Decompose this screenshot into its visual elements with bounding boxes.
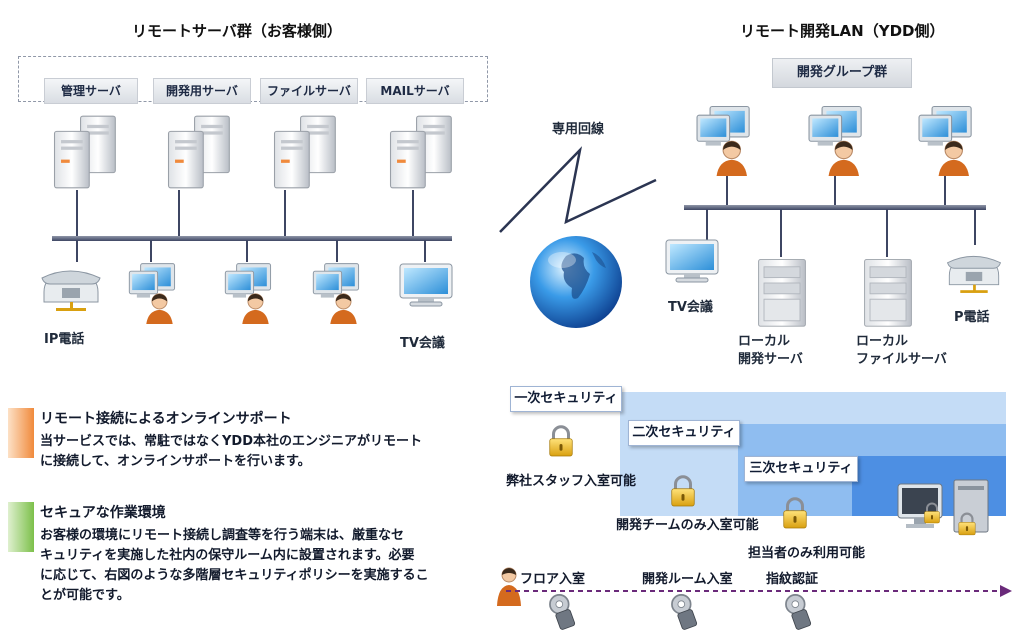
user-pc-icon [118,258,184,324]
local-dev-server-label-line2: 開発サーバ [738,352,803,367]
section-2-body: お客様の環境にリモート接続し調査等を行う端末は、厳重なセ キュリティを実施した社… [40,526,429,606]
access-staff-label: 弊社スタッフ入室可能 [506,474,637,489]
right-group-title: リモート開発LAN（YDD側） [740,22,945,40]
section-accent-orange [8,408,34,458]
local-dev-server-icon [752,256,812,328]
section-1-body: 当サービスでは、常駐ではなくYDD本社のエンジニアがリモート に接続して、オンラ… [40,432,422,472]
drop-line [886,209,888,257]
tv-conference-icon [662,238,722,288]
drop-line [706,209,708,247]
globe-icon [530,236,622,328]
drop-line [780,209,782,257]
drop-line [412,190,414,240]
security-level-3-badge: 三次セキュリティ [744,456,858,482]
keycard-icon [666,592,700,630]
tv-conference-icon [396,262,456,312]
section-1-line: に接続して、オンラインサポートを行います。 [40,454,311,469]
drop-line [76,190,78,240]
dev-user-pc-icon [682,100,762,176]
drop-line [284,190,286,240]
section-2-line: キュリティを実施した社内の保守ルーム内に設置されます。必要 [40,548,415,563]
dev-user-pc-icon [904,100,984,176]
access-dev-team-label: 開発チームのみ入室可能 [616,518,759,533]
tv-conference-label: TV会議 [400,336,445,351]
left-group-title: リモートサーバ群（お客様側） [132,22,342,40]
user-pc-icon [214,258,280,324]
drop-line [150,240,152,262]
dev-group-label: 開発グループ群 [772,58,912,88]
drop-line [336,240,338,262]
left-network-bus [52,236,452,241]
drop-line [726,176,728,206]
phone-icon [942,246,1006,296]
section-accent-green [8,502,34,552]
drop-line [246,240,248,262]
drop-line [944,176,946,206]
phone-label: P電話 [954,310,990,325]
server-label-file: ファイルサーバ [260,78,358,104]
section-1-line: 当サービスでは、常駐ではなくYDD本社のエンジニアがリモート [40,434,422,449]
section-1-title: リモート接続によるオンラインサポート [40,411,292,427]
drop-line [76,240,78,262]
security-level-1-badge: 一次セキュリティ [510,386,622,412]
file-server-icon [268,114,344,190]
section-2-line: お客様の環境にリモート接続し調査等を行う端末は、厳重なセ [40,528,405,543]
local-dev-server-label-line1: ローカル [738,334,791,349]
step-floor-entry: フロア入室 [520,572,586,587]
management-server-icon [48,114,124,190]
lock-icon [780,496,810,530]
keycard-icon [544,592,578,630]
leased-line-zigzag [499,146,657,233]
section-2-line: とが可能です。 [40,588,130,603]
mail-server-icon [384,114,460,190]
process-arrow [506,585,1012,597]
keycard-icon [780,592,814,630]
step-fingerprint-auth: 指紋認証 [766,572,819,587]
local-file-server-icon [858,256,918,328]
leased-line-label: 専用回線 [552,122,605,137]
server-label-development: 開発用サーバ [153,78,251,104]
drop-line [424,240,426,262]
right-network-bus [684,205,986,210]
ip-phone-icon [36,262,106,312]
server-label-management: 管理サーバ [44,78,138,104]
drop-line [178,190,180,240]
secured-terminal-icon [897,479,989,536]
development-server-icon [162,114,238,190]
dev-user-pc-icon [794,100,874,176]
local-file-server-label-line2: ファイルサーバ [856,352,947,367]
drop-line [834,176,836,206]
server-label-mail: MAILサーバ [366,78,464,104]
section-2-line: に応じて、右図のような多階層セキュリティポリシーを実施するこ [40,568,429,583]
lock-icon [546,424,576,458]
security-level-2-badge: 二次セキュリティ [628,420,740,446]
drop-line [974,209,976,245]
section-2-title: セキュアな作業環境 [40,505,166,521]
local-file-server-label-line1: ローカル [856,334,909,349]
tv-conference-label: TV会議 [668,300,713,315]
step-devroom-entry: 開発ルーム入室 [642,572,733,587]
lock-icon [668,474,698,508]
access-assignee-label: 担当者のみ利用可能 [748,546,866,561]
ip-phone-label: IP電話 [44,332,85,347]
user-pc-icon [302,258,368,324]
server-group-frame [18,56,488,102]
